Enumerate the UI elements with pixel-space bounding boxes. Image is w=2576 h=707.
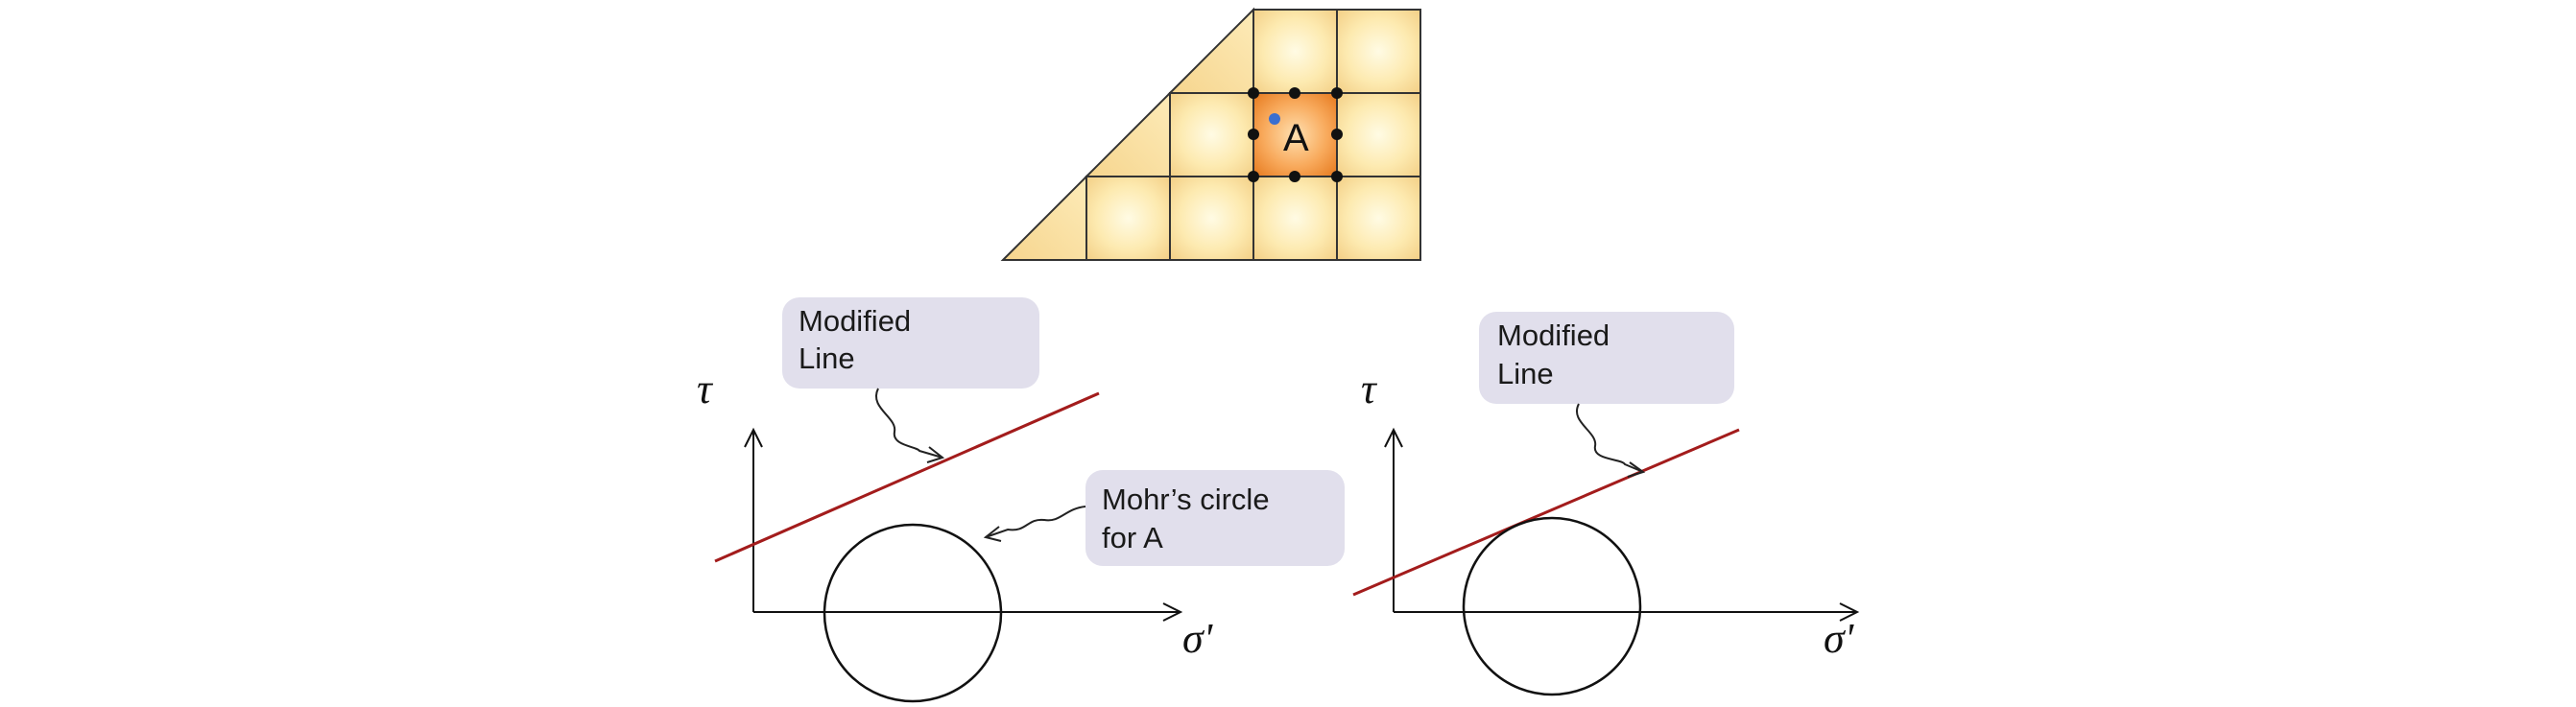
element-a-label: A — [1283, 117, 1309, 159]
integration-point-dot — [1269, 113, 1280, 125]
mesh-cell — [1169, 92, 1254, 177]
mesh-cell — [1336, 9, 1421, 94]
callout-modified-line — [782, 297, 1039, 389]
tau-axis-arrowhead — [1384, 427, 1403, 448]
callout-modified-line-text: Modified — [799, 304, 911, 338]
sigma-axis-arrowhead — [1839, 602, 1860, 622]
mesh-tri-cell — [1167, 7, 1254, 94]
node-dot — [1331, 87, 1343, 99]
tau-axis-label: τ — [1361, 365, 1378, 412]
callout-mohr-circle-text: Mohr’s circle — [1102, 483, 1270, 516]
right-mohr-panel: τ σ' Modified Line — [1352, 312, 1860, 696]
callout-squiggle-leader — [985, 506, 1086, 538]
sigma-axis-label: σ' — [1824, 615, 1855, 662]
modified-failure-line — [714, 391, 1100, 563]
leader-arrowhead — [926, 446, 945, 463]
node-dot — [1248, 87, 1259, 99]
callout-squiggle-leader — [1576, 403, 1644, 473]
mesh-tri-cell — [1000, 174, 1087, 261]
node-dot — [1289, 171, 1300, 182]
element-a-nodes — [1248, 87, 1343, 182]
leader-arrowhead — [1627, 461, 1646, 478]
callout-mohr-circle — [1085, 470, 1345, 566]
mesh-tri-cell — [1084, 90, 1171, 177]
mesh-cell — [1252, 9, 1338, 94]
callout-modified-line-text: Line — [799, 342, 855, 375]
finite-element-mesh: A — [1000, 7, 1421, 261]
modified-failure-line — [1352, 428, 1740, 597]
callout-squiggle-leader — [875, 388, 943, 459]
callout-modified-line — [1479, 312, 1734, 404]
node-dot — [1331, 171, 1343, 182]
callout-mohr-circle-text: for A — [1102, 521, 1163, 554]
mesh-cell — [1336, 176, 1421, 261]
callout-modified-line-text: Line — [1497, 357, 1554, 390]
leader-arrowhead — [983, 526, 1002, 542]
node-dot — [1331, 129, 1343, 140]
mohr-circle-a — [823, 523, 1003, 703]
mesh-cell — [1169, 176, 1254, 261]
mesh-element-a — [1252, 92, 1338, 177]
node-dot — [1248, 171, 1259, 182]
left-mohr-panel: τ σ' Modified Line Mohr’s circle for A — [697, 297, 1345, 703]
sigma-axis-label: σ' — [1182, 615, 1214, 662]
mesh-cell — [1336, 92, 1421, 177]
tau-axis-arrowhead — [744, 427, 763, 448]
mesh-cell — [1085, 176, 1171, 261]
mohr-circle-a — [1462, 516, 1642, 696]
mesh-cell — [1252, 176, 1338, 261]
callout-modified-line-text: Modified — [1497, 318, 1610, 352]
tau-axis-label: τ — [697, 365, 714, 412]
node-dot — [1289, 87, 1300, 99]
sigma-axis-arrowhead — [1162, 602, 1183, 622]
node-dot — [1248, 129, 1259, 140]
